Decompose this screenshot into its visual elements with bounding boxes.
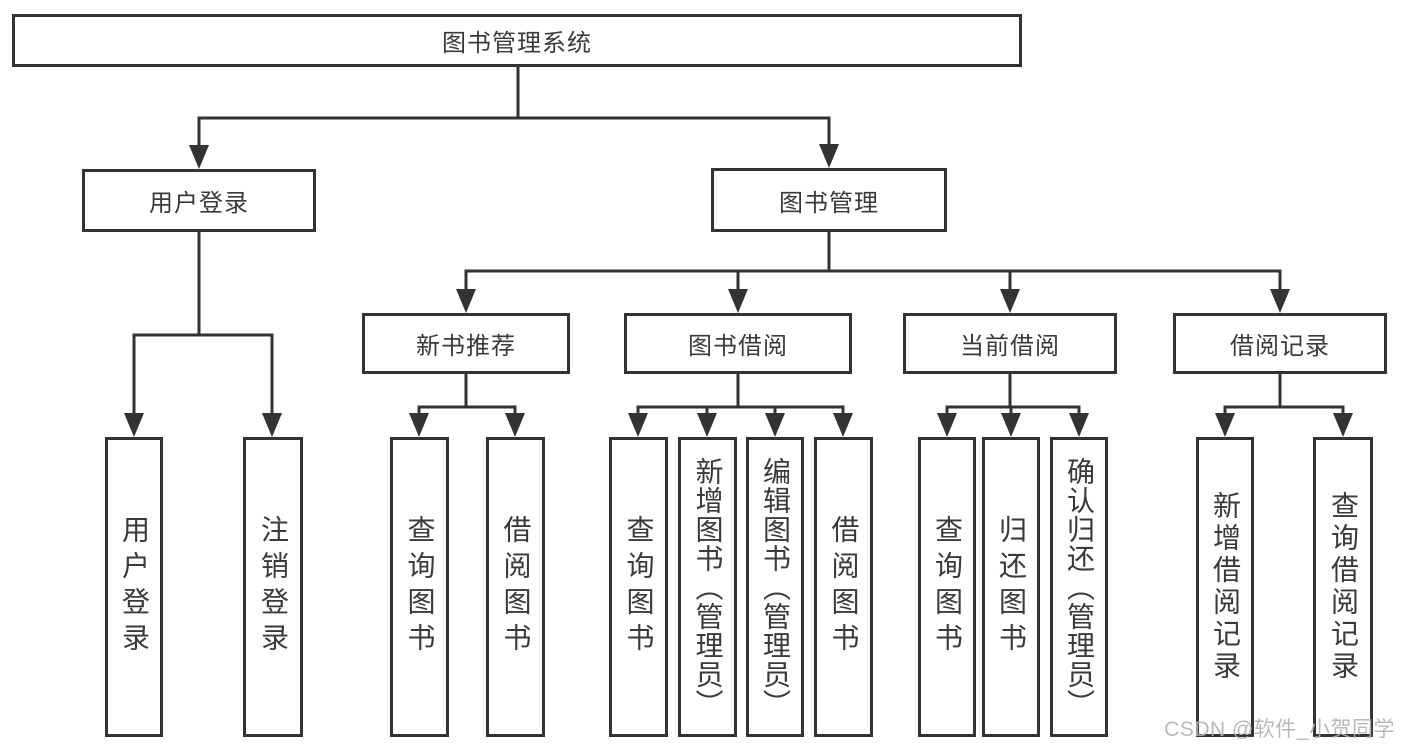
connector-book-management-children	[456, 230, 1290, 313]
leaf-query-books-recommend: 查询图书	[390, 437, 449, 737]
leaf-label: 查询图书	[404, 515, 436, 659]
leaf-label: 新增图书（管理员）	[692, 456, 724, 718]
leaf-label: 查询图书	[932, 515, 963, 659]
node-book-borrow: 图书借阅	[624, 313, 852, 374]
leaf-add-borrow-record: 新增借阅记录	[1196, 437, 1254, 737]
node-user-login: 用户登录	[82, 169, 316, 232]
connector-new-book-recommend-children	[409, 372, 525, 437]
leaf-borrow-books-recommend: 借阅图书	[486, 437, 545, 737]
node-label: 图书借阅	[688, 333, 788, 360]
node-book-management: 图书管理	[711, 168, 947, 232]
node-borrow-records: 借阅记录	[1173, 313, 1387, 374]
leaf-label: 查询借阅记录	[1328, 491, 1359, 683]
connector-book-borrow-children	[628, 372, 853, 437]
leaf-label: 注销登录	[258, 515, 289, 659]
leaf-edit-books-admin: 编辑图书（管理员）	[746, 437, 804, 737]
leaf-label: 归还图书	[996, 515, 1027, 659]
node-label: 用户登录	[149, 190, 249, 217]
leaf-label: 借阅图书	[500, 515, 532, 659]
connector-root-to-level2	[189, 65, 839, 169]
connector-borrow-records-children	[1215, 372, 1353, 437]
node-label: 借阅记录	[1230, 333, 1330, 360]
leaf-query-borrow-record: 查询借阅记录	[1313, 437, 1373, 737]
leaf-label: 借阅图书	[828, 515, 860, 659]
leaf-add-books-admin: 新增图书（管理员）	[678, 437, 737, 737]
leaf-borrow-books: 借阅图书	[814, 437, 873, 737]
leaf-query-books-current: 查询图书	[918, 437, 976, 737]
node-label: 当前借阅	[960, 333, 1060, 360]
node-new-book-recommend: 新书推荐	[362, 313, 570, 374]
leaf-return-books: 归还图书	[982, 437, 1040, 737]
leaf-label: 查询图书	[623, 515, 655, 659]
node-label: 新书推荐	[416, 333, 516, 360]
node-label: 图书管理系统	[442, 30, 592, 57]
connector-user-login-children	[124, 230, 282, 437]
leaf-label: 编辑图书（管理员）	[760, 456, 791, 718]
csdn-watermark: CSDN @软件_小贺同学	[1164, 718, 1395, 741]
node-current-borrow: 当前借阅	[903, 313, 1117, 374]
leaf-label: 新增借阅记录	[1210, 491, 1241, 683]
leaf-logout: 注销登录	[243, 437, 303, 737]
leaf-label: 确认归还（管理员）	[1064, 456, 1095, 718]
node-label: 图书管理	[779, 189, 879, 217]
leaf-label: 用户登录	[119, 515, 150, 659]
connector-current-borrow-children	[937, 372, 1089, 437]
leaf-query-books-borrow: 查询图书	[609, 437, 668, 737]
leaf-confirm-return-admin: 确认归还（管理员）	[1050, 437, 1108, 737]
node-root-library-system: 图书管理系统	[12, 14, 1022, 67]
leaf-user-login: 用户登录	[105, 437, 163, 737]
